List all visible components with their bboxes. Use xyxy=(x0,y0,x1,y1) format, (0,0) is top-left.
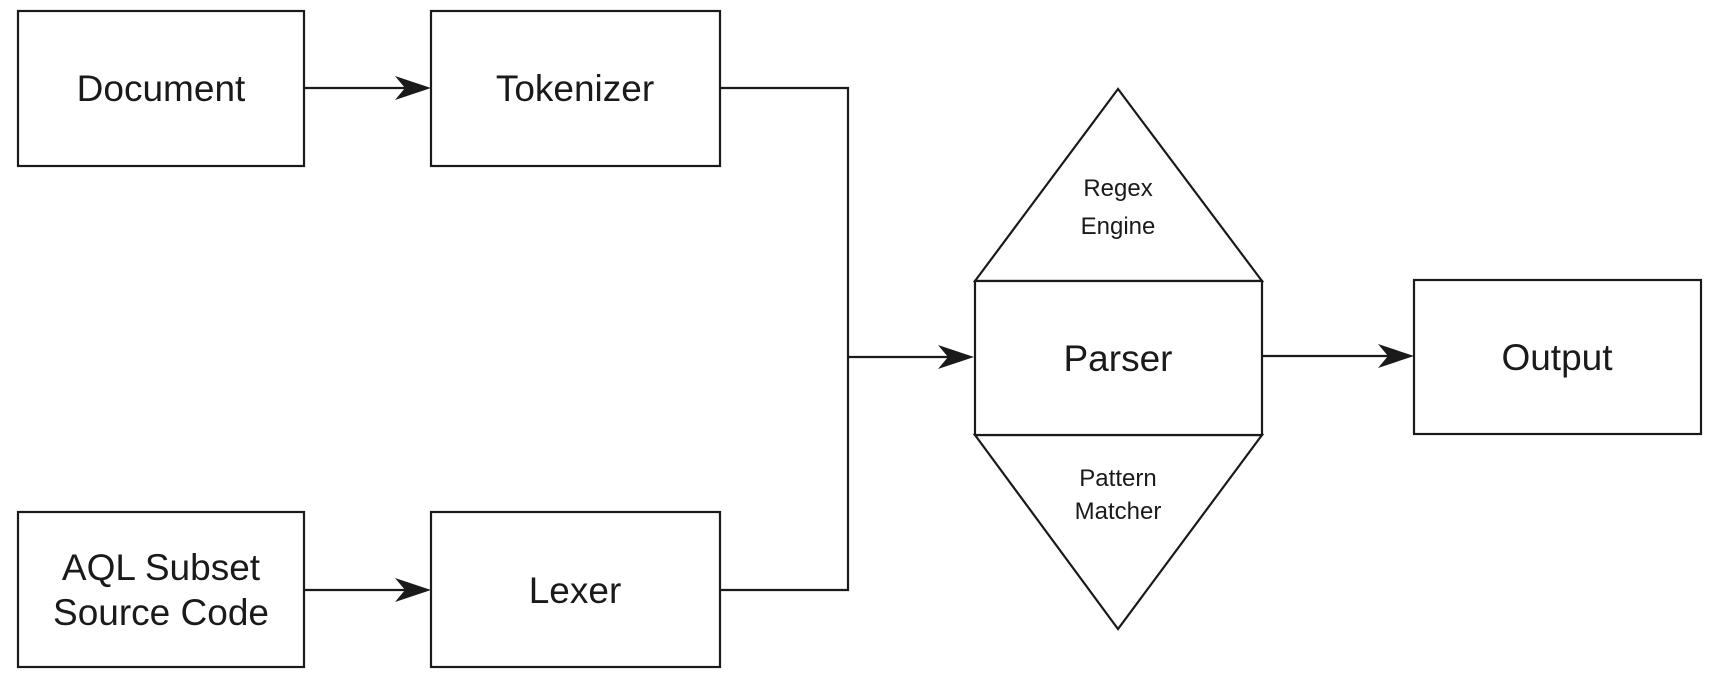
node-lexer-label: Lexer xyxy=(529,570,622,611)
edge-aql-source-to-lexer xyxy=(304,578,431,602)
node-pattern-matcher: Pattern Matcher xyxy=(972,433,1265,631)
node-parser: Parser xyxy=(973,279,1264,437)
edge-parser-to-output xyxy=(1262,344,1414,368)
node-regex-engine: Regex Engine xyxy=(972,87,1265,283)
node-lexer: Lexer xyxy=(429,510,722,669)
node-document: Document xyxy=(16,9,306,168)
node-output-label: Output xyxy=(1501,337,1613,378)
node-pattern-matcher-line2: Matcher xyxy=(1075,498,1162,525)
edge-merge-to-parser xyxy=(720,86,974,592)
node-regex-engine-line1: Regex xyxy=(1083,175,1152,202)
node-tokenizer-label: Tokenizer xyxy=(496,68,654,109)
edge-document-to-tokenizer xyxy=(304,76,431,100)
node-regex-engine-line2: Engine xyxy=(1081,213,1156,240)
node-aql-source: AQL Subset Source Code xyxy=(16,510,306,669)
node-aql-source-line1: AQL Subset xyxy=(62,547,261,588)
node-parser-label: Parser xyxy=(1064,338,1173,379)
node-tokenizer: Tokenizer xyxy=(429,9,722,168)
node-aql-source-line2: Source Code xyxy=(53,592,269,633)
node-output: Output xyxy=(1412,278,1703,436)
node-pattern-matcher-line1: Pattern xyxy=(1079,465,1156,492)
node-document-label: Document xyxy=(77,68,246,109)
